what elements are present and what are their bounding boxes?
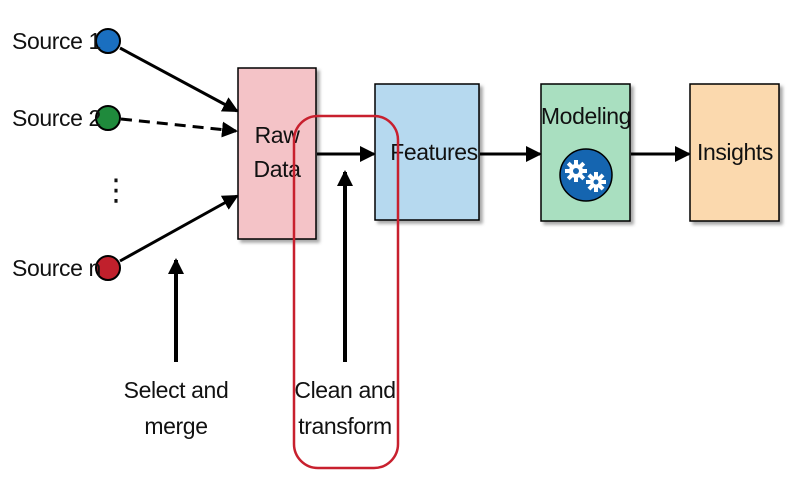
modeling-label: Modeling [541,103,631,129]
raw-data-box [237,67,317,240]
select-merge-label-line2: merge [144,413,207,439]
ellipsis-dots: ⋮ [101,174,131,207]
features-label: Features [390,139,478,165]
source-2-arrow-dashed [120,117,238,138]
clean-transform-label-line1: Clean and [294,377,395,403]
gear-large-hole [573,168,579,174]
clean-transform-highlight [292,114,400,470]
gears-icon-disc [559,148,613,202]
source-1-node [95,28,121,54]
select-merge-label-line1: Select and [124,377,229,403]
gears-icon [559,148,613,202]
features-box [374,83,480,221]
gear-small-hole [593,179,599,185]
source-n-arrow [119,194,239,263]
source-2-node [95,105,121,131]
source-n-label: Source n [12,255,101,281]
source-2-label: Source 2 [12,105,101,131]
gear-large [565,160,587,182]
source-n-node [95,255,121,281]
insights-label: Insights [697,139,773,165]
source-1-arrow [119,46,239,113]
source-1-label: Source 1 [12,28,101,54]
insights-box [689,83,780,222]
clean-transform-label-line2: transform [298,413,392,439]
